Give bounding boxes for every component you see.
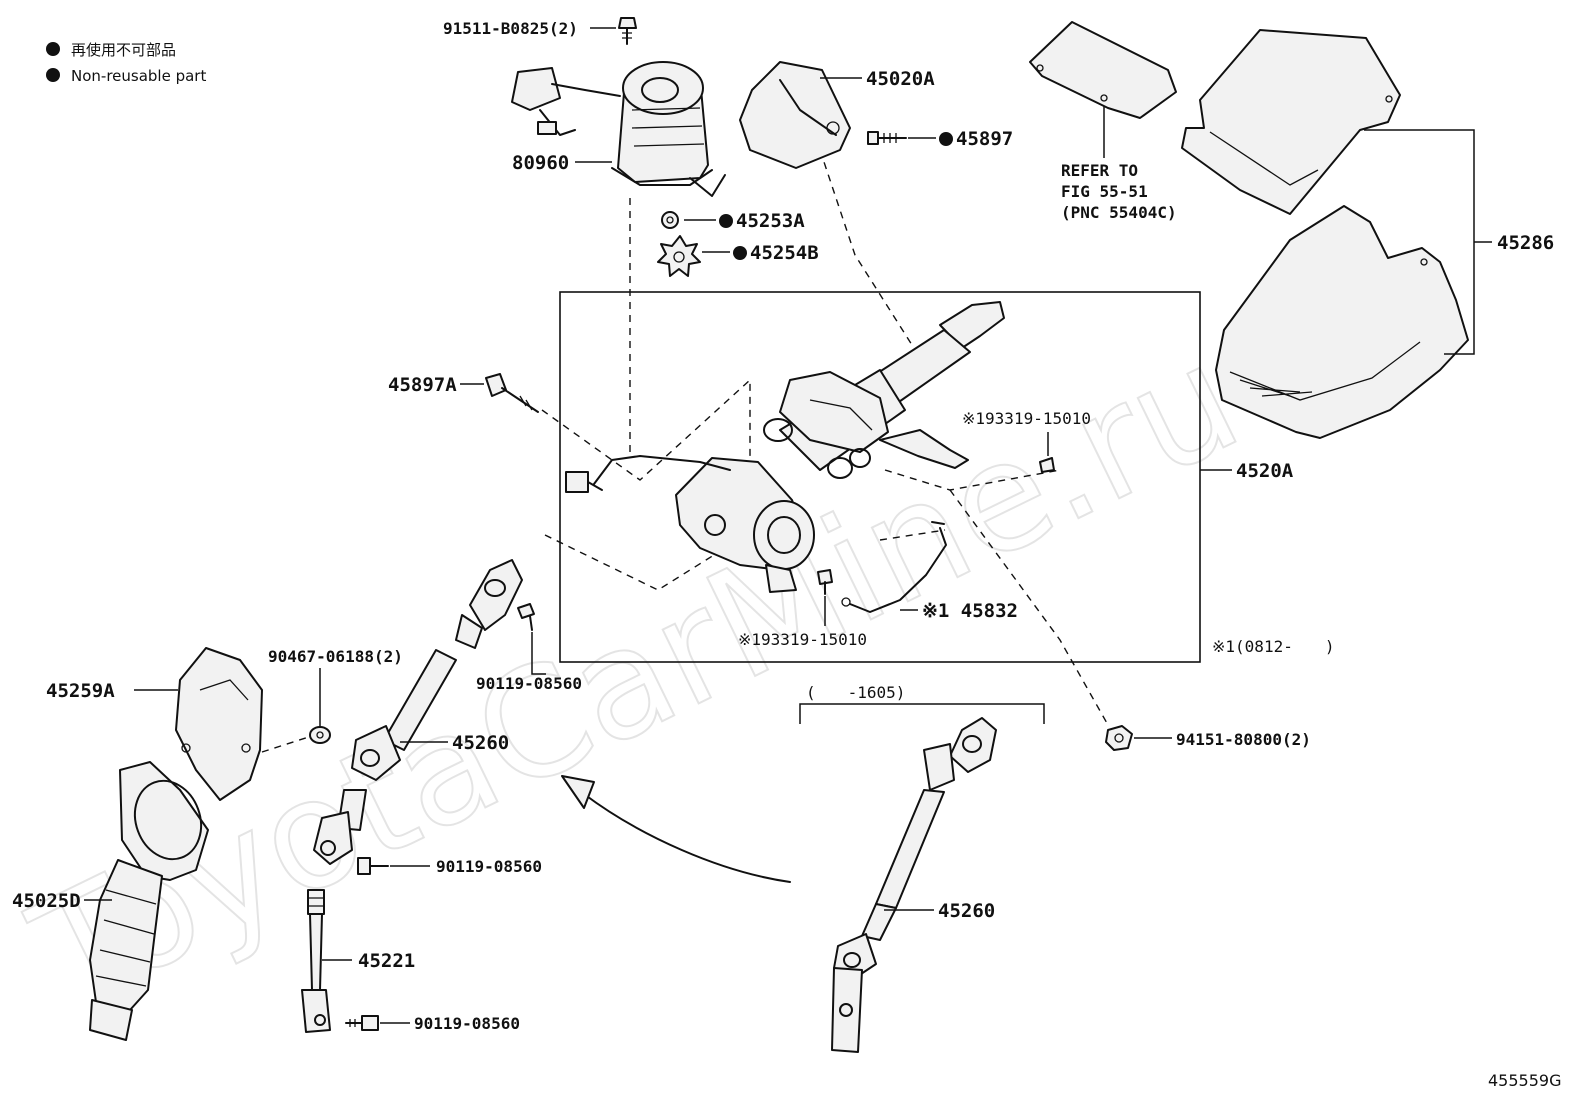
intermediate-shaft-45260-right-icon [831, 717, 997, 1053]
label-45260-left: 45260 [452, 732, 509, 754]
bolt-91511-icon [618, 17, 637, 45]
cover-45259a-icon [175, 647, 263, 801]
bolt-45897a-icon [485, 373, 539, 413]
note-1-range: ※1(0812- ) [1212, 637, 1334, 656]
label-94151-80800: 94151-80800(2) [1176, 730, 1311, 749]
lower-column-cover-icon [1215, 205, 1469, 439]
label-45260-right: 45260 [938, 900, 995, 922]
label-4520a: 4520A [1236, 460, 1294, 482]
screw-193319-bottom-icon [817, 569, 833, 595]
legend-en: Non-reusable part [71, 67, 206, 85]
screw-45897-icon [867, 131, 907, 145]
upper-column-cover-icon [1181, 29, 1401, 215]
shaft-45221-icon [301, 889, 331, 1033]
figure-id: 455559G [1488, 1071, 1561, 1090]
intermediate-shaft-45260-left-icon [313, 559, 523, 865]
replacement-arrow-icon [561, 775, 791, 883]
bolt-90119-lower-icon [345, 1015, 379, 1031]
steering-column-4520a-icon [565, 301, 1005, 613]
nut-94151-icon [1105, 725, 1133, 751]
label-45286: 45286 [1497, 232, 1554, 254]
boot-45025d-icon [89, 761, 209, 1041]
clip-90467-icon [309, 726, 331, 744]
trim-panel-55404c-icon [1029, 21, 1177, 119]
gear-45253a-icon [661, 211, 679, 229]
label-193319-15010-top: ※193319-15010 [962, 409, 1091, 428]
refer-note-line3: (PNC 55404C) [1061, 203, 1177, 222]
gear-45254b-icon [657, 235, 701, 277]
motor-80960-icon [511, 61, 726, 197]
cover-45020a-icon [739, 61, 851, 169]
label-90467-06188: 90467-06188(2) [268, 647, 403, 666]
label-80960: 80960 [512, 152, 569, 174]
refer-note-line2: FIG 55-51 [1061, 182, 1148, 201]
legend-jp: 再使用不可部品 [71, 41, 176, 59]
label-91511-b0825: 91511-B0825(2) [443, 19, 578, 38]
label-45253a: 45253A [736, 210, 805, 232]
non-reusable-dot-icon [46, 68, 60, 82]
assembly-4520a-frame [559, 291, 1201, 663]
label-90119-08560-lower: 90119-08560 [414, 1014, 520, 1033]
label-45020a: 45020A [866, 68, 935, 90]
bolt-90119-middle-icon [357, 857, 389, 875]
label-45221: 45221 [358, 950, 415, 972]
label-193319-15010-bottom: ※193319-15010 [738, 630, 867, 649]
label-45897: 45897 [956, 128, 1013, 150]
screw-193319-top-icon [1039, 457, 1055, 473]
label-45025d: 45025D [12, 890, 81, 912]
label-45832: ※1 45832 [922, 600, 1018, 622]
non-reusable-dot-icon [46, 42, 60, 56]
bolt-90119-upper-icon [517, 603, 535, 631]
label-90119-08560-middle: 90119-08560 [436, 857, 542, 876]
label-45254b: 45254B [750, 242, 819, 264]
refer-note-line1: REFER TO [1061, 161, 1138, 180]
label-range-1605: ( -1605) [806, 683, 905, 702]
label-90119-08560-upper: 90119-08560 [476, 674, 582, 693]
label-45897a: 45897A [388, 374, 457, 396]
label-45259a: 45259A [46, 680, 115, 702]
legend: 再使用不可部品 Non-reusable part [46, 41, 206, 85]
